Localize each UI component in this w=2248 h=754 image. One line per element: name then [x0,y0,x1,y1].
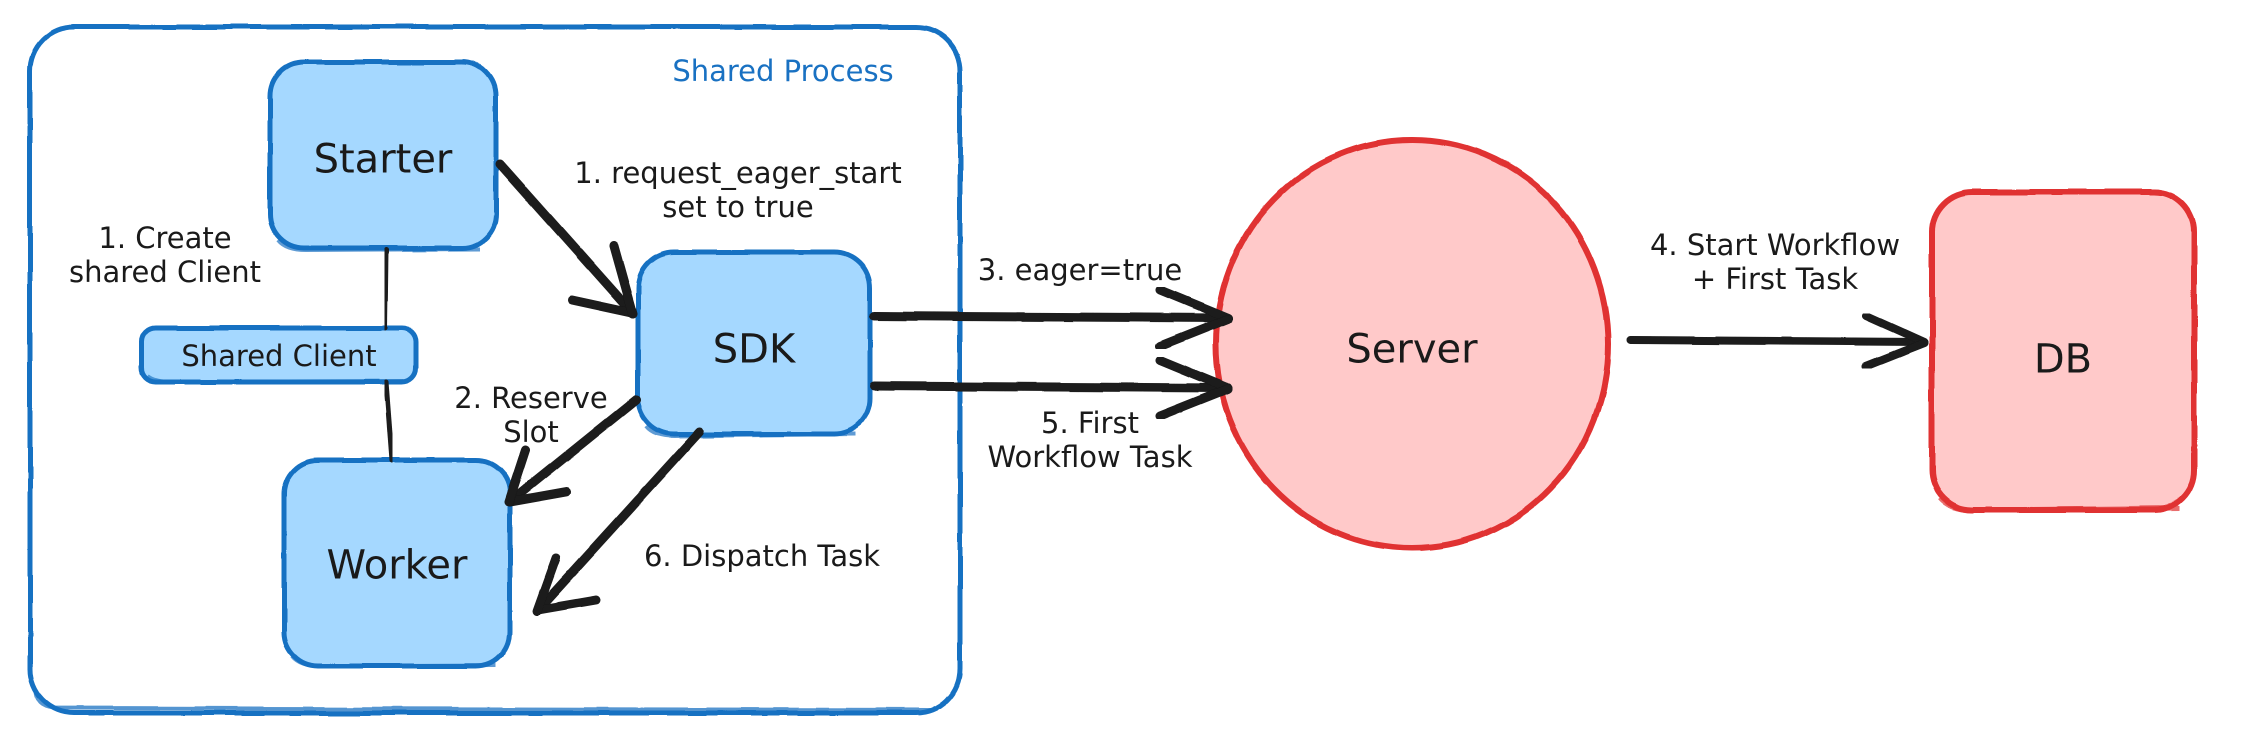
arrow-sdk-to-server-eager [869,285,1233,351]
arrow-server-to-db [1626,312,1928,370]
arrow-starter-to-sdk [495,159,638,319]
edge-starter-shared-client [382,247,389,331]
arrow-sdk-to-server-first-task [869,355,1233,421]
node-worker[interactable] [281,457,513,669]
arrow-sdk-to-worker-dispatch [532,427,705,616]
node-db[interactable] [1929,189,2197,513]
edge-shared-client-worker [383,379,395,463]
arrow-sdk-to-worker-reserve [504,395,641,507]
group-shared-process [27,24,963,716]
node-shared-client[interactable] [139,325,419,385]
node-sdk[interactable] [635,249,873,439]
node-server[interactable] [1213,137,1611,551]
node-starter[interactable] [267,59,499,253]
